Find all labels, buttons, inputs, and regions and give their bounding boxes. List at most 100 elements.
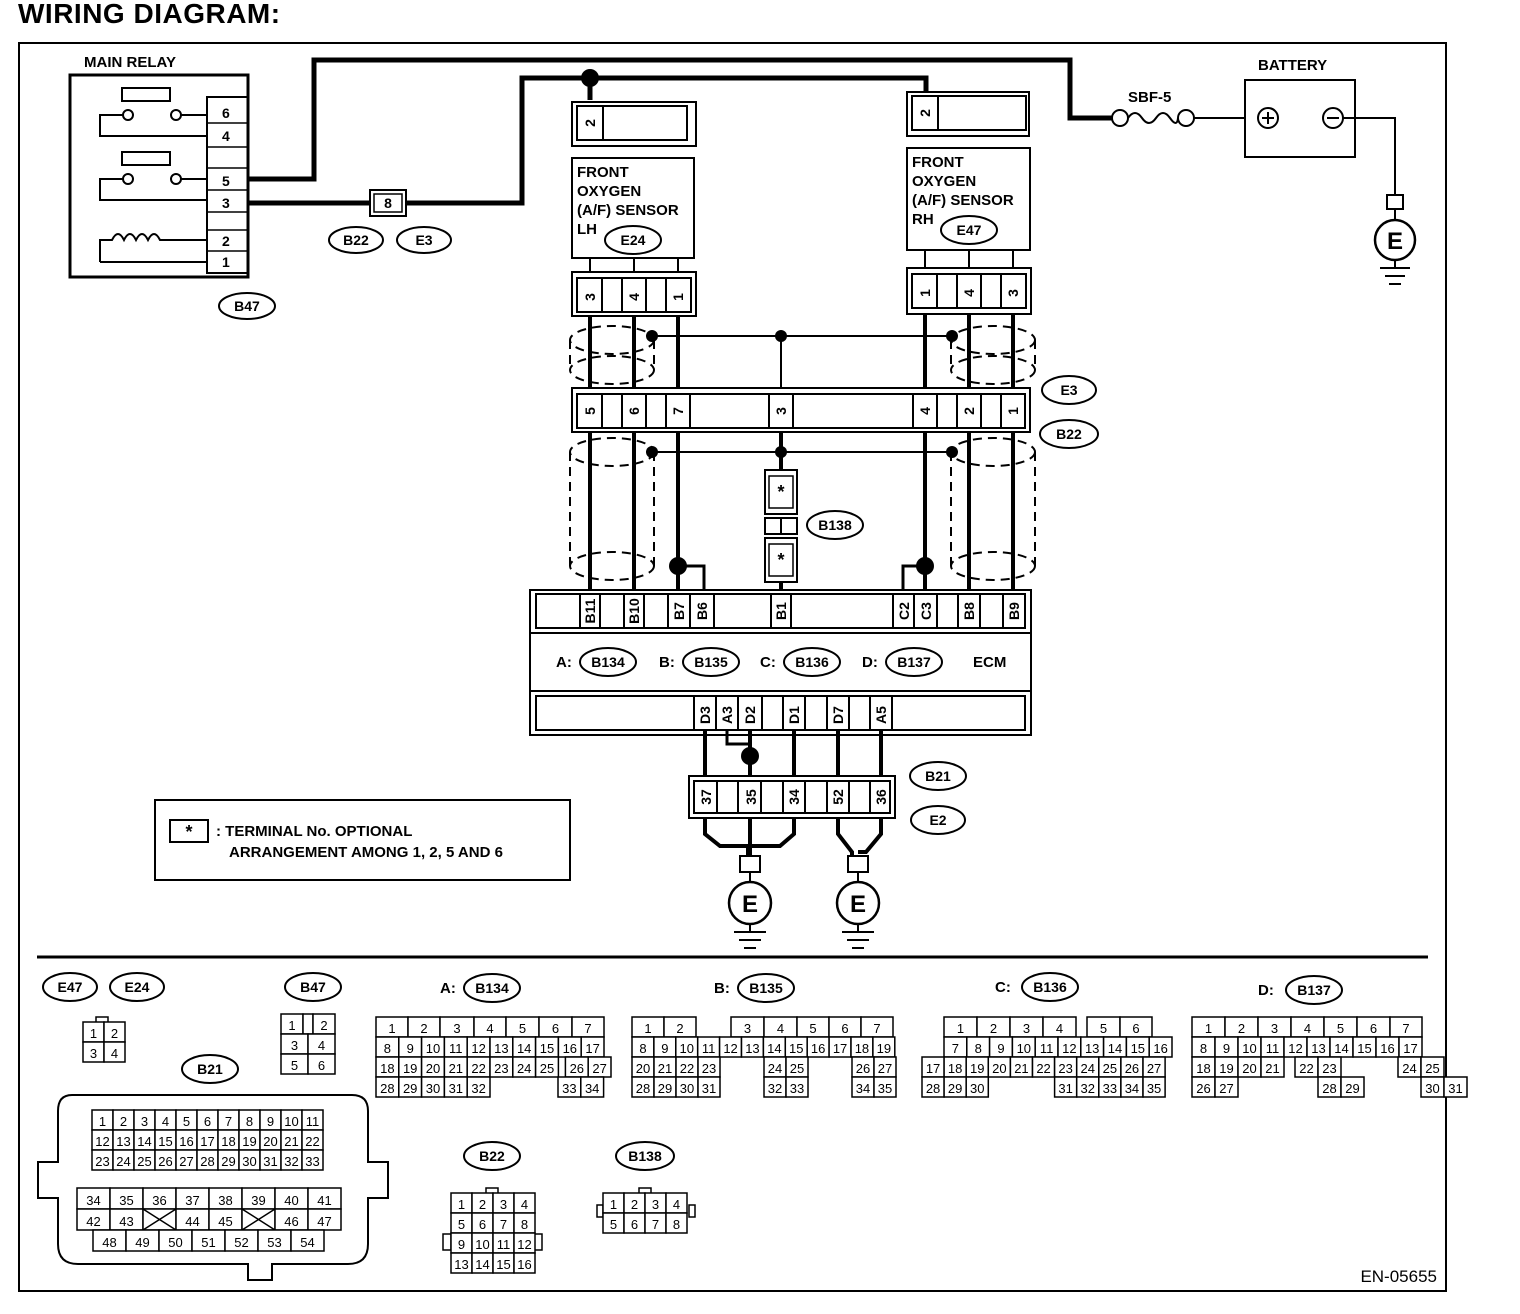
svg-text:C:: C:	[760, 654, 776, 671]
pin-number: 50	[168, 1235, 182, 1250]
pin-number: 16	[1380, 1041, 1394, 1056]
pin-number: 21	[658, 1061, 672, 1076]
pin-cell	[1443, 1076, 1468, 1098]
svg-text:B9: B9	[1006, 602, 1022, 620]
b21-connector: 37 35 34 52 36 B21 E2	[688, 761, 967, 835]
pin-number: 19	[242, 1134, 256, 1149]
connector-badge: B134	[591, 654, 625, 670]
pin-number: 12	[471, 1041, 485, 1056]
svg-text:FRONT: FRONT	[577, 164, 629, 181]
pin-number: 31	[449, 1081, 463, 1096]
pin-number: 1	[957, 1021, 964, 1036]
pin-number: 9	[997, 1041, 1004, 1056]
svg-text:C2: C2	[896, 602, 912, 620]
battery-label: BATTERY	[1258, 57, 1327, 74]
svg-text:1: 1	[917, 289, 933, 297]
pin-number: 29	[221, 1154, 235, 1169]
pin-number: 29	[1345, 1081, 1359, 1096]
pin-number: 10	[680, 1041, 694, 1056]
pin-number: 32	[768, 1081, 782, 1096]
pin-number: 1	[99, 1114, 106, 1129]
pin-cell	[307, 1053, 336, 1075]
pin-number: 1	[644, 1021, 651, 1036]
svg-text:E: E	[850, 891, 866, 918]
relay-pin: 1	[222, 254, 230, 270]
pin-number: 10	[426, 1041, 440, 1056]
splice-points	[646, 330, 958, 575]
pin-number: 13	[1085, 1041, 1099, 1056]
pin-number: 19	[1219, 1061, 1233, 1076]
svg-text:1: 1	[1005, 407, 1021, 415]
pin-number: 28	[1322, 1081, 1336, 1096]
pin-number: 2	[120, 1114, 127, 1129]
ecm: B11 B10 B7 B6 B1 C2 C3 B8 B9 A: B134 B: …	[529, 589, 1032, 736]
power-wires	[248, 57, 1112, 206]
pin-number: 11	[1040, 1041, 1054, 1056]
pin-number: 5	[1337, 1021, 1344, 1036]
pin-number: 17	[585, 1041, 599, 1056]
connector-badge: B138	[818, 517, 852, 533]
pin-number: 26	[1125, 1061, 1139, 1076]
pin-number: 9	[267, 1114, 274, 1129]
splice-point	[581, 69, 599, 87]
svg-text:6: 6	[626, 407, 642, 415]
pin-number: 8	[384, 1041, 391, 1056]
pin-number: 15	[1131, 1041, 1145, 1056]
svg-text:C:: C:	[995, 979, 1011, 996]
legend: * : TERMINAL No. OPTIONAL ARRANGEMENT AM…	[154, 799, 571, 881]
pin-number: 21	[449, 1061, 463, 1076]
pin-number: 4	[521, 1197, 528, 1212]
pin-number: 52	[234, 1235, 248, 1250]
pin-number: 42	[86, 1214, 100, 1229]
pin-number: 45	[218, 1214, 232, 1229]
pin-number: 31	[702, 1081, 716, 1096]
legend-text: ARRANGEMENT AMONG 1, 2, 5 AND 6	[229, 844, 503, 861]
pin-number: 4	[1304, 1021, 1311, 1036]
pin-number: 20	[263, 1134, 277, 1149]
connector-badge: B134	[475, 980, 509, 996]
pin-cell	[301, 1149, 324, 1171]
pin-number: 1	[1205, 1021, 1212, 1036]
svg-text:B:: B:	[714, 980, 730, 997]
svg-text:B11: B11	[582, 598, 598, 623]
pin-number: 20	[1242, 1061, 1256, 1076]
pin-number: 2	[990, 1021, 997, 1036]
svg-text:A3: A3	[719, 706, 735, 724]
ground-symbol: E	[835, 855, 881, 949]
pin-number: 3	[744, 1021, 751, 1036]
ground-symbol: E	[727, 855, 773, 949]
pin-number: 15	[158, 1134, 172, 1149]
pin-number: 26	[158, 1154, 172, 1169]
connector-badge: B21	[197, 1061, 223, 1077]
pin-number: 15	[540, 1041, 554, 1056]
pin-number: 29	[948, 1081, 962, 1096]
pin-number: 15	[1357, 1041, 1371, 1056]
pin-cell	[1214, 1076, 1239, 1098]
pin-number: 3	[453, 1021, 460, 1036]
connector-badge: B135	[694, 654, 728, 670]
pin-number: 16	[1153, 1041, 1167, 1056]
pin-number: 34	[856, 1081, 870, 1096]
pin-number: 10	[1017, 1041, 1031, 1056]
svg-text:D3: D3	[697, 706, 713, 724]
pin-number: 5	[809, 1021, 816, 1036]
pin-number: 35	[878, 1081, 892, 1096]
pin-number: 30	[426, 1081, 440, 1096]
pin-number: 29	[658, 1081, 672, 1096]
pin-number: 10	[284, 1114, 298, 1129]
pin-number: 28	[380, 1081, 394, 1096]
pin-number: 12	[723, 1041, 737, 1056]
pin-number: 53	[267, 1235, 281, 1250]
pin-number: 23	[95, 1154, 109, 1169]
pin-number: 33	[305, 1154, 319, 1169]
pin-cell	[1260, 1056, 1285, 1078]
joint-connector: 8 B22 E3	[328, 189, 452, 254]
pin-number: 27	[592, 1061, 606, 1076]
pin-cell	[785, 1076, 809, 1098]
pin-number: 6	[479, 1217, 486, 1232]
svg-text:E: E	[742, 891, 758, 918]
svg-text:OXYGEN: OXYGEN	[577, 183, 641, 200]
pin-number: 14	[137, 1134, 151, 1149]
connector-badge: E24	[125, 979, 150, 995]
pin-number: 21	[1265, 1061, 1279, 1076]
